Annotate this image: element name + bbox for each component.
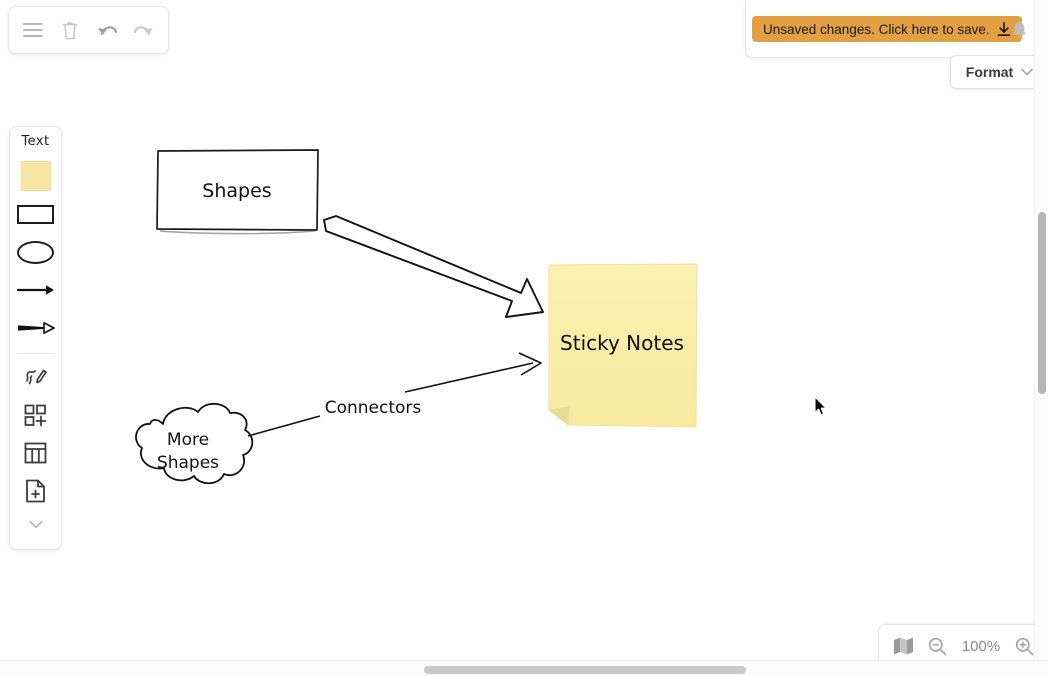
palette-sticky-note[interactable] <box>14 157 58 195</box>
delete-icon <box>62 21 78 39</box>
save-changes-button[interactable]: Unsaved changes. Click here to save. <box>752 16 1022 42</box>
thick-arrow-icon <box>17 322 55 334</box>
palette-pen[interactable] <box>14 358 58 396</box>
shapes-rectangle[interactable]: Shapes <box>156 149 319 235</box>
save-banner-label: Unsaved changes. Click here to save. <box>763 21 990 37</box>
palette-rectangle[interactable] <box>14 195 58 233</box>
map-icon <box>894 637 913 655</box>
sticky-note-label: Sticky Notes <box>560 331 684 355</box>
minimap-button[interactable] <box>893 636 914 656</box>
vertical-scrollbar-thumb[interactable] <box>1038 212 1046 394</box>
bell-icon <box>1012 20 1026 37</box>
sticky-note-swatch <box>20 161 51 191</box>
ellipse-icon <box>17 240 54 264</box>
palette-add-shape[interactable] <box>14 396 58 434</box>
menu-icon <box>23 23 44 37</box>
sticky-note[interactable]: Sticky Notes <box>548 263 698 428</box>
horizontal-scrollbar-thumb[interactable] <box>424 666 746 674</box>
notifications-button[interactable] <box>1006 17 1032 43</box>
palette-thick-arrow[interactable] <box>14 309 58 347</box>
zoom-in-button[interactable] <box>1015 637 1034 656</box>
add-page-icon <box>26 479 45 503</box>
cloud-label-line1: More <box>167 430 209 450</box>
pen-icon <box>25 369 47 385</box>
zoom-out-icon <box>928 637 947 655</box>
palette-divider <box>17 353 54 354</box>
palette-table[interactable] <box>14 434 58 472</box>
palette-add-page[interactable] <box>14 472 58 510</box>
palette-arrow[interactable] <box>14 271 58 309</box>
add-shape-icon <box>24 404 47 426</box>
download-icon <box>997 21 1010 36</box>
shape-palette: Text <box>9 126 62 550</box>
redo-icon <box>133 26 153 36</box>
palette-ellipse[interactable] <box>14 233 58 271</box>
zoom-out-button[interactable] <box>928 637 947 656</box>
shapes-rectangle-label: Shapes <box>202 180 271 202</box>
table-icon <box>24 442 47 464</box>
canvas-drawing-layer: Shapes Sticky Notes More Shapes <box>135 149 698 485</box>
main-toolbar <box>8 6 169 54</box>
palette-text-tool[interactable]: Text <box>21 134 50 149</box>
undo-button[interactable] <box>92 15 122 45</box>
connector-label: Connectors <box>325 398 422 418</box>
whiteboard-canvas[interactable]: Shapes Sticky Notes More Shapes <box>0 0 1040 660</box>
horizontal-scrollbar[interactable] <box>0 660 1048 676</box>
delete-button[interactable] <box>55 15 85 45</box>
zoom-controls: 100% <box>878 624 1048 667</box>
connector-line[interactable]: Connectors <box>247 352 542 437</box>
connector-arrowhead <box>518 352 542 376</box>
chevron-down-icon <box>1021 68 1033 76</box>
cloud-shape[interactable]: More Shapes <box>135 402 254 485</box>
format-button-label: Format <box>965 64 1014 80</box>
chevron-down-icon <box>29 520 42 528</box>
format-button[interactable]: Format <box>950 55 1048 89</box>
zoom-in-icon <box>1015 637 1034 655</box>
menu-button[interactable] <box>18 15 48 45</box>
arrow-icon <box>16 285 54 295</box>
undo-icon <box>97 26 117 36</box>
redo-button[interactable] <box>129 15 159 45</box>
vertical-scrollbar[interactable] <box>1034 0 1048 660</box>
zoom-level-label[interactable]: 100% <box>961 637 1001 655</box>
palette-expand-button[interactable] <box>14 512 58 536</box>
rectangle-icon <box>17 204 54 224</box>
cloud-label-line2: Shapes <box>157 453 219 473</box>
block-arrow-connector[interactable] <box>323 215 544 318</box>
